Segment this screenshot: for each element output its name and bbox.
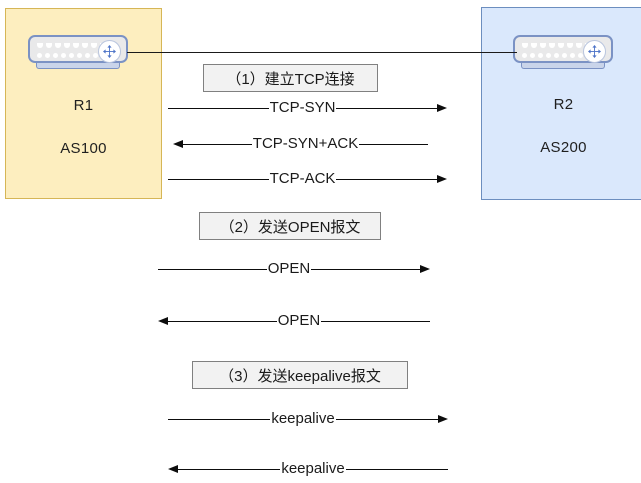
- arrow-line: [359, 143, 429, 145]
- arrowhead-right-icon: [437, 175, 447, 183]
- as-zone-as100: R1 AS100: [5, 8, 162, 199]
- message-tcp-syn: TCP-SYN: [168, 97, 447, 119]
- arrowhead-right-icon: [437, 104, 447, 112]
- message-label: TCP-SYN+ACK: [252, 134, 359, 152]
- arrowhead-right-icon: [420, 265, 431, 273]
- step-box-1: （1）建立TCP连接: [203, 64, 378, 92]
- arrowhead-right-icon: [438, 415, 449, 423]
- router-label-r2: R2: [553, 96, 574, 113]
- router-move-handle-icon: [583, 40, 606, 63]
- message-keepalive-in: keepalive: [168, 458, 449, 480]
- router-icon-r2[interactable]: [513, 35, 613, 73]
- message-tcp-ack: TCP-ACK: [168, 168, 447, 190]
- arrowhead-left-icon: [173, 140, 183, 148]
- arrow-line: [178, 468, 281, 470]
- arrow-line: [345, 468, 449, 470]
- arrow-line: [168, 320, 277, 322]
- arrowhead-left-icon: [168, 465, 178, 473]
- peer-link-line: [127, 52, 517, 53]
- message-label: OPEN: [277, 311, 321, 329]
- router-label-r1: R1: [73, 97, 94, 114]
- router-icon-r1[interactable]: [28, 35, 128, 73]
- step-box-2: （2）发送OPEN报文: [199, 212, 381, 240]
- as-label-as200: AS200: [540, 139, 587, 156]
- step-box-3: （3）发送keepalive报文: [192, 361, 408, 389]
- router-body: [513, 35, 613, 63]
- message-label: TCP-SYN: [269, 98, 336, 116]
- message-open-in: OPEN: [158, 310, 431, 332]
- message-label: keepalive: [271, 409, 335, 427]
- arrow-line: [335, 418, 439, 420]
- arrow-line: [158, 268, 267, 270]
- router-ports-bottom: [522, 53, 583, 58]
- arrow-line: [168, 178, 269, 180]
- as-label-as100: AS100: [60, 140, 107, 157]
- router-ports-bottom: [37, 53, 98, 58]
- message-tcp-syn-ack: TCP-SYN+ACK: [173, 133, 429, 155]
- router-base: [36, 63, 120, 69]
- arrow-line: [183, 143, 252, 145]
- router-body: [28, 35, 128, 63]
- router-move-handle-icon: [98, 40, 121, 63]
- message-keepalive-out: keepalive: [168, 408, 449, 430]
- arrowhead-left-icon: [158, 317, 168, 325]
- router-base: [521, 63, 605, 69]
- arrow-line: [311, 268, 421, 270]
- arrow-line: [336, 178, 437, 180]
- router-ports-top: [522, 43, 591, 48]
- arrow-line: [168, 418, 271, 420]
- message-open-out: OPEN: [158, 258, 431, 280]
- message-label: keepalive: [281, 459, 345, 477]
- message-label: TCP-ACK: [269, 169, 336, 187]
- router-ports-top: [37, 43, 106, 48]
- message-label: OPEN: [267, 259, 311, 277]
- as-zone-as200: R2 AS200: [481, 7, 641, 200]
- arrow-line: [336, 107, 437, 109]
- arrow-line: [168, 107, 269, 109]
- arrow-line: [321, 320, 431, 322]
